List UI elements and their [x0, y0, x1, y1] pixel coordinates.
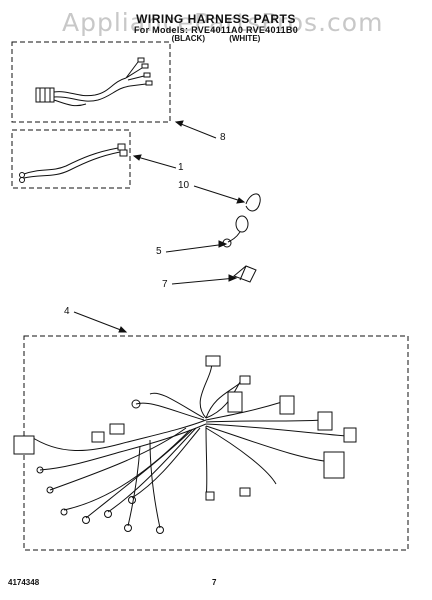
variant-black: (BLACK) — [171, 34, 205, 43]
footer-part-number: 4174348 — [8, 578, 40, 587]
harness-part-8 — [11, 41, 171, 123]
main-harness-part-4 — [13, 355, 357, 534]
diagram-title: WIRING HARNESS PARTS — [136, 12, 296, 26]
diagram-subtitle: For Models: RVE4011A0 RVE4011B0 — [133, 25, 299, 35]
main-harness-box — [23, 335, 409, 551]
callout-7: 7 — [162, 279, 168, 290]
clamp-part-7 — [233, 265, 257, 283]
wire-clip-part-5 — [222, 215, 249, 248]
callout-4: 4 — [64, 306, 70, 317]
leader-arrows — [73, 120, 246, 333]
variant-white: (WHITE) — [229, 34, 261, 43]
harness-part-1 — [11, 129, 131, 189]
watermark: AppliancePartsPros.com — [62, 8, 384, 37]
ground-strap-part-10 — [245, 193, 261, 212]
callout-10: 10 — [178, 180, 190, 191]
callout-8: 8 — [220, 132, 226, 143]
callout-1: 1 — [178, 162, 184, 173]
footer-page-number: 7 — [212, 578, 217, 587]
model-variants: (BLACK) (WHITE) — [0, 34, 432, 43]
callout-5: 5 — [156, 246, 162, 257]
